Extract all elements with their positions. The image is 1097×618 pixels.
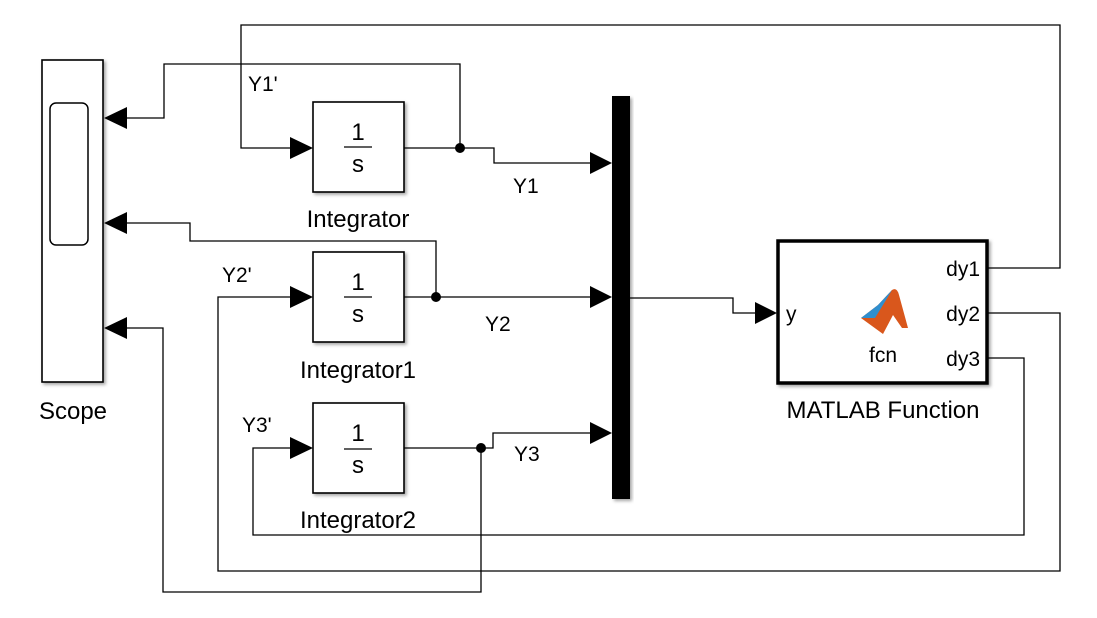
signal-label-y1: Y1 (513, 175, 539, 198)
integrator2-numerator: 1 (351, 420, 364, 447)
signal-label-y1-dot: Y1' (248, 73, 278, 96)
matlab-function-block[interactable]: y dy1 dy2 dy3 fcn MATLAB Function (776, 239, 989, 424)
wire-y3-to-scope[interactable] (127, 327, 482, 593)
branch-point-y1 (455, 143, 465, 153)
wire-y3-to-bus[interactable] (404, 432, 590, 449)
integrator1-block[interactable]: 1 s Integrator1 (300, 251, 416, 384)
arrow-scope-in2-icon (104, 212, 127, 234)
wire-dy1-feedback[interactable] (240, 24, 1061, 269)
wire-dy2-feedback[interactable] (217, 296, 1061, 572)
arrow-fcn-in-icon (755, 302, 777, 324)
output-port-dy3: dy3 (946, 348, 980, 371)
wires (127, 24, 1061, 593)
matlab-logo-icon (861, 289, 908, 334)
wire-y1-to-scope[interactable] (127, 63, 461, 148)
scope-label: Scope (39, 398, 107, 425)
arrow-bus-in1-icon (590, 152, 612, 174)
input-port-y: y (786, 303, 797, 326)
arrow-scope-in3-icon (104, 317, 127, 339)
output-port-dy2: dy2 (946, 303, 980, 326)
integrator1-denominator: s (352, 301, 364, 328)
integrator-numerator: 1 (351, 119, 364, 146)
wire-y2-to-scope[interactable] (127, 222, 437, 297)
integrator2-block[interactable]: 1 s Integrator2 (300, 402, 416, 534)
branch-point-y2 (431, 292, 441, 302)
matlab-function-label: MATLAB Function (787, 397, 980, 424)
wire-bus-to-fcn[interactable] (630, 297, 755, 314)
wire-dy3-feedback[interactable] (252, 357, 1025, 536)
arrow-integrator2-in-icon (290, 437, 313, 459)
wire-y1-to-bus[interactable] (404, 147, 590, 164)
signal-label-y3-dot: Y3' (242, 414, 272, 437)
integrator-block[interactable]: 1 s Integrator (307, 101, 410, 233)
arrow-bus-in3-icon (590, 422, 612, 444)
signal-label-y2: Y2 (485, 313, 511, 336)
output-port-dy1: dy1 (946, 258, 980, 281)
integrator1-label: Integrator1 (300, 357, 416, 384)
arrow-integrator1-in-icon (290, 286, 313, 308)
arrow-integrator-in-icon (290, 137, 313, 159)
signal-label-y3: Y3 (514, 443, 540, 466)
integrator-denominator: s (352, 151, 364, 178)
arrow-bus-in2-icon (590, 286, 612, 308)
arrow-scope-in1-icon (104, 107, 127, 129)
integrator2-label: Integrator2 (300, 507, 416, 534)
branch-point-y3 (476, 443, 486, 453)
integrator1-numerator: 1 (351, 269, 364, 296)
integrator-label: Integrator (307, 206, 410, 233)
mux-block[interactable] (612, 96, 630, 499)
scope-block[interactable]: Scope (39, 59, 107, 425)
function-name: fcn (869, 344, 897, 367)
signal-label-y2-dot: Y2' (222, 264, 252, 287)
scope-screen-icon (49, 102, 89, 246)
integrator2-denominator: s (352, 452, 364, 479)
arrowheads (104, 107, 777, 459)
